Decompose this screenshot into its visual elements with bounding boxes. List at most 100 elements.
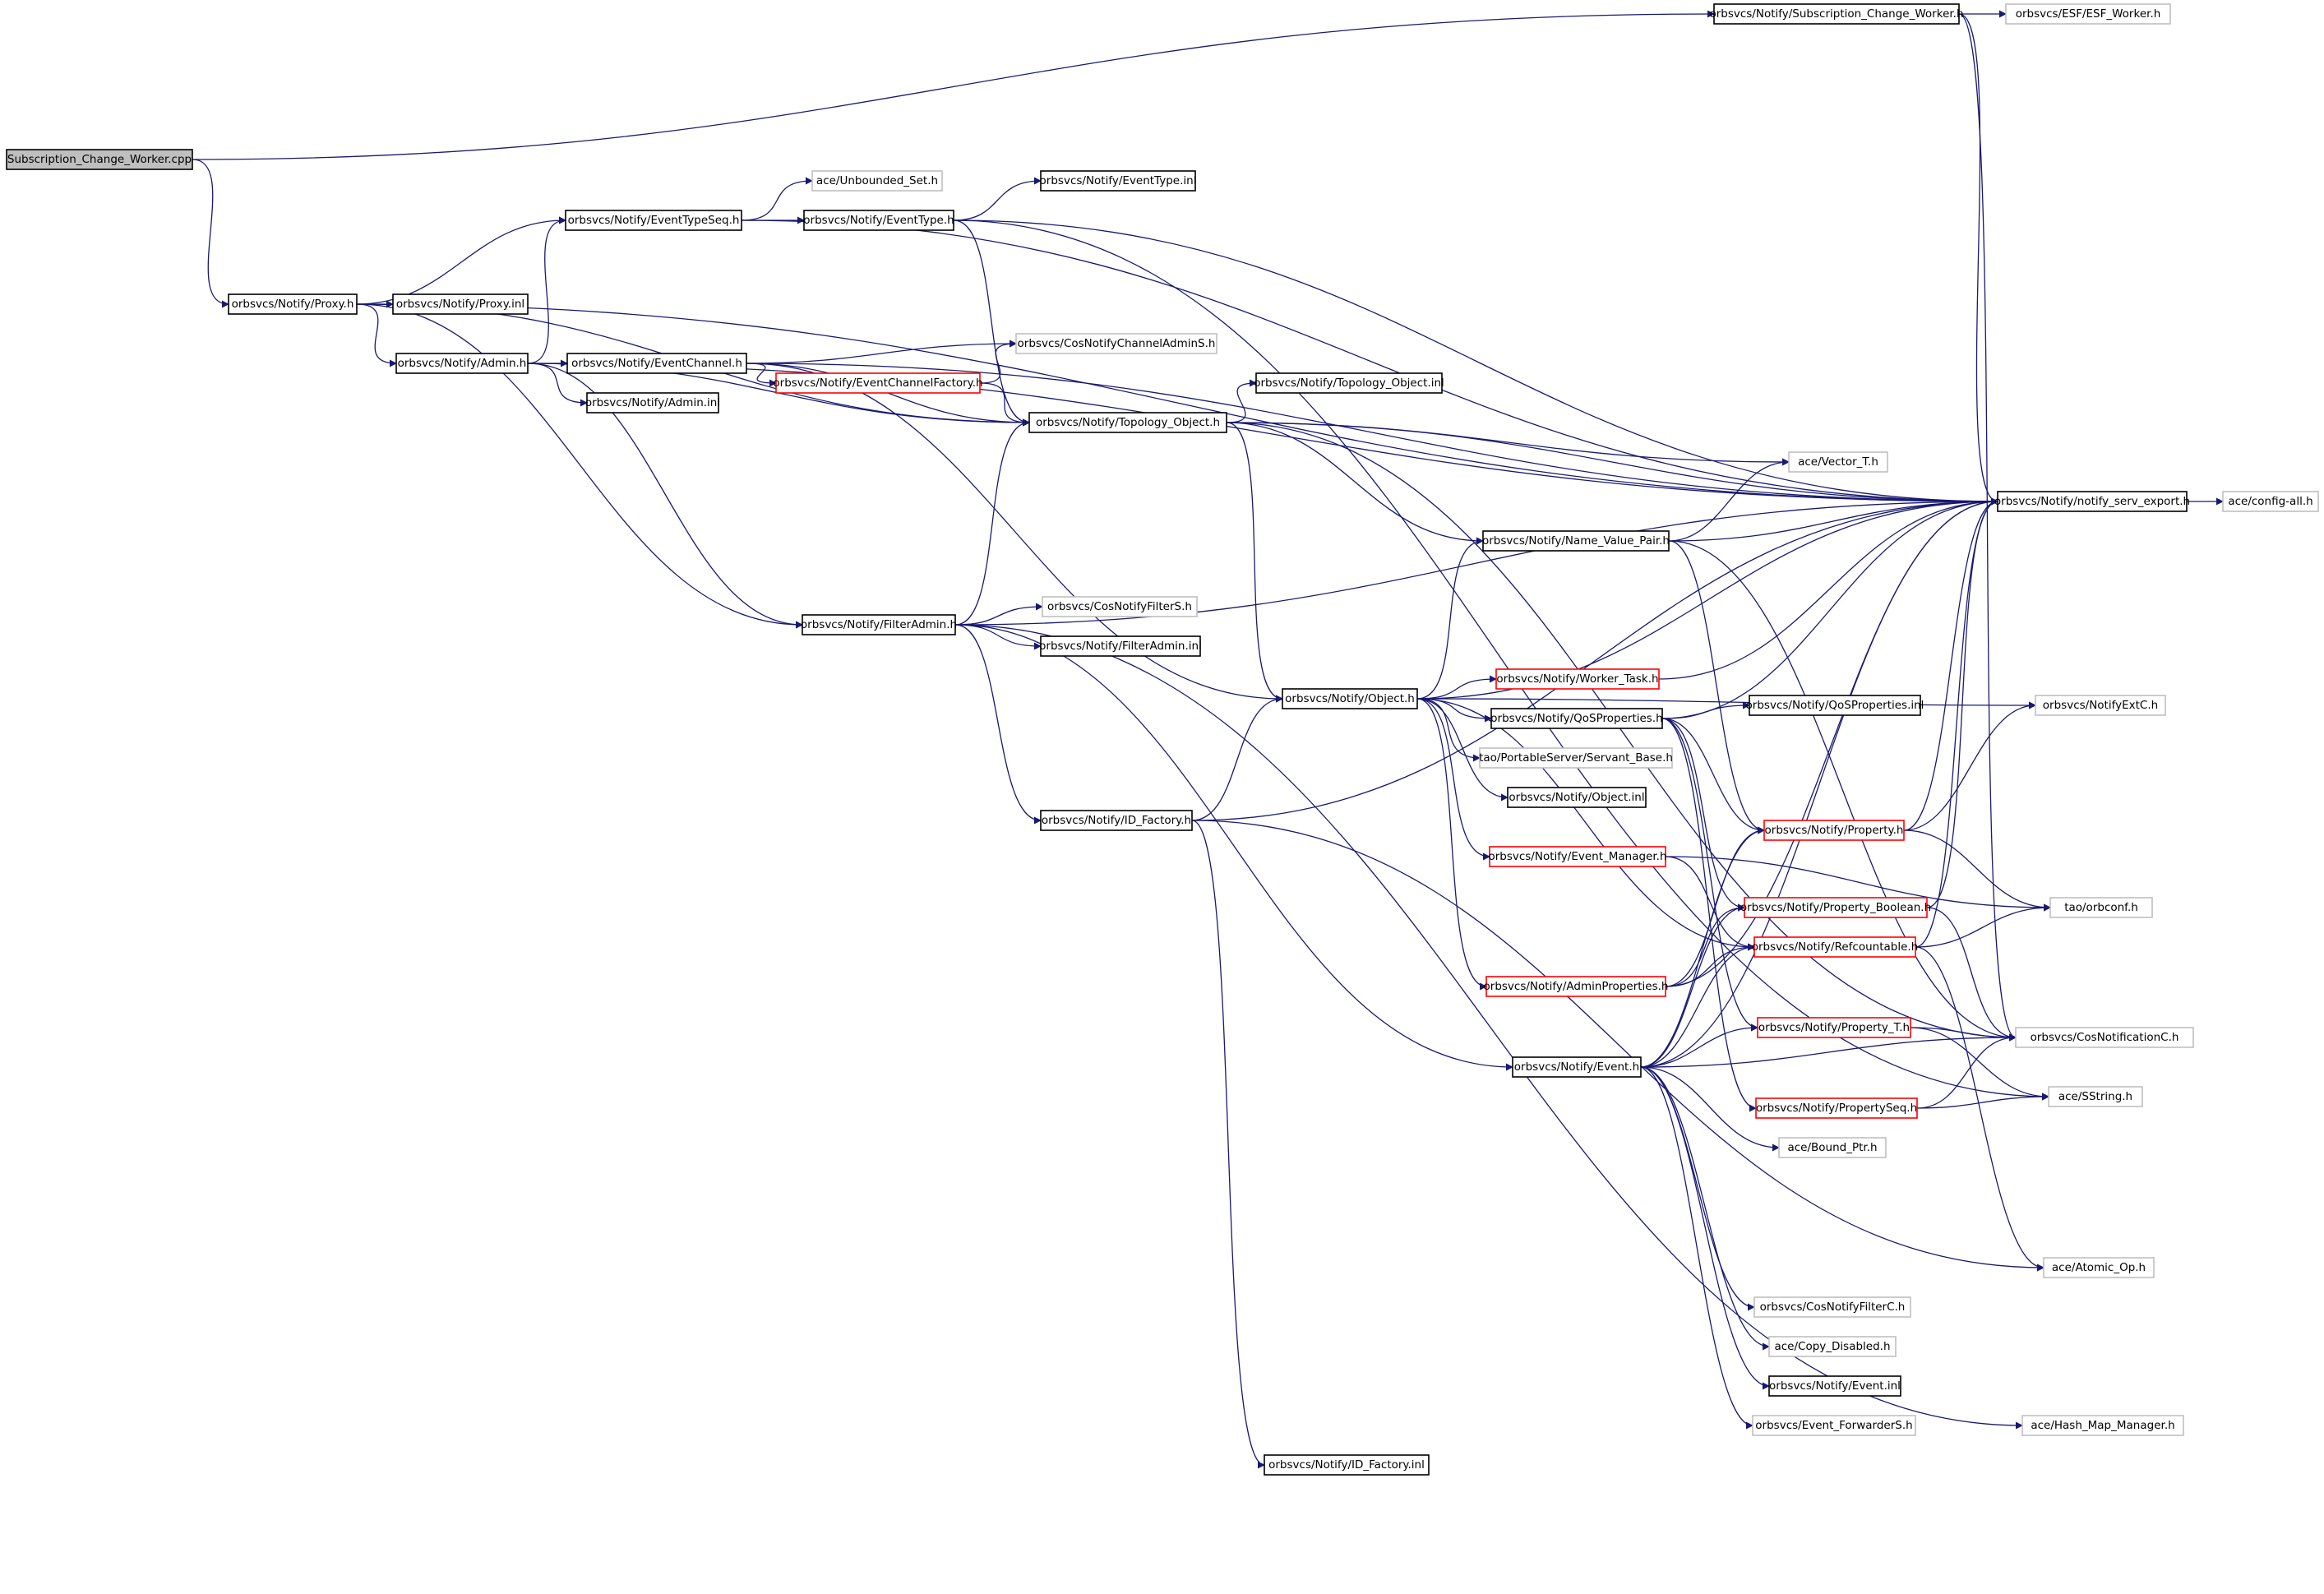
node-notifyextc[interactable]: orbsvcs/NotifyExtC.h (2035, 695, 2166, 716)
node-box (6, 149, 193, 170)
edge-object-h-to-nvpair (1416, 537, 1484, 700)
edge-evchannel-to-evchfactory (746, 363, 777, 387)
node-evchannel[interactable]: orbsvcs/Notify/EventChannel.h (566, 353, 747, 374)
edge-event-h-to-nse (1640, 497, 1998, 1068)
edge-evtypeseq-to-nse (741, 219, 1998, 506)
edge-evchfactory-to-cosnotifychanneladmins (979, 340, 1017, 384)
node-box (1282, 688, 1418, 709)
edge-scw-h-to-nse (1958, 13, 1998, 506)
node-box (1757, 1017, 1911, 1038)
node-filteradmin[interactable]: orbsvcs/Notify/FilterAdmin.h (801, 614, 957, 635)
node-event-h[interactable]: orbsvcs/Notify/Event.h (1512, 1056, 1642, 1078)
node-evforwarders[interactable]: orbsvcs/Event_ForwarderS.h (1752, 1415, 1916, 1436)
node-configall[interactable]: ace/config-all.h (2222, 491, 2319, 512)
node-propbool[interactable]: orbsvcs/Notify/Property_Boolean.h (1740, 897, 1931, 918)
edge-idfactory-to-nse (1191, 497, 1998, 821)
edge-refcount-to-orbconf (1915, 903, 2051, 948)
node-orbconf[interactable]: tao/orbconf.h (2049, 897, 2153, 918)
node-label: orbsvcs/Notify/Event.inl (1769, 1379, 1901, 1393)
node-label: orbsvcs/Notify/EventChannel.h (571, 357, 742, 370)
node-topo-inl[interactable]: orbsvcs/Notify/Topology_Object.inl (1254, 372, 1444, 394)
node-proxy-inl[interactable]: orbsvcs/Notify/Proxy.inl (392, 293, 529, 315)
node-event-inl[interactable]: orbsvcs/Notify/Event.inl (1768, 1375, 1901, 1397)
node-label: orbsvcs/Notify/AdminProperties.h (1484, 980, 1669, 993)
node-box (1040, 635, 1201, 657)
edge-object-h-to-evmanager (1416, 698, 1490, 861)
node-unbounded[interactable]: ace/Unbounded_Set.h (811, 170, 943, 192)
node-label: ace/Hash_Map_Manager.h (2031, 1419, 2174, 1432)
node-label: ace/SString.h (2058, 1090, 2132, 1103)
edge-qosprops-to-propT (1661, 718, 1758, 1032)
node-hashmap[interactable]: ace/Hash_Map_Manager.h (2021, 1415, 2184, 1436)
node-scw-h[interactable]: orbsvcs/Notify/Subscription_Change_Worke… (1709, 3, 1964, 25)
node-box (1485, 976, 1666, 997)
node-sstring[interactable]: ace/SString.h (2048, 1086, 2143, 1107)
node-box (1015, 333, 1217, 354)
node-evmanager[interactable]: orbsvcs/Notify/Event_Manager.h (1488, 846, 1667, 867)
node-label: orbsvcs/NotifyExtC.h (2043, 699, 2158, 712)
node-servant-base[interactable]: tao/PortableServer/Servant_Base.h (1479, 747, 1673, 769)
node-box (2049, 897, 2153, 918)
node-root[interactable]: Subscription_Change_Worker.cpp (6, 149, 193, 170)
node-box (228, 293, 358, 315)
edge-filteradmin-to-hashmap (954, 624, 2023, 1430)
node-adminprops[interactable]: orbsvcs/Notify/AdminProperties.h (1484, 976, 1669, 997)
node-atomic[interactable]: ace/Atomic_Op.h (2043, 1257, 2155, 1278)
edge-event-h-to-boundptr (1640, 1066, 1780, 1152)
node-worker-task[interactable]: orbsvcs/Notify/Worker_Task.h (1495, 668, 1660, 690)
node-object-h[interactable]: orbsvcs/Notify/Object.h (1282, 688, 1418, 709)
node-object-inl[interactable]: orbsvcs/Notify/Object.inl (1507, 787, 1647, 808)
edge-event-h-to-propbool (1640, 903, 1745, 1068)
edge-proxy-h-to-filteradmin (356, 303, 803, 629)
node-copydisabled[interactable]: ace/Copy_Disabled.h (1768, 1336, 1897, 1357)
node-propT[interactable]: orbsvcs/Notify/Property_T.h (1757, 1017, 1911, 1038)
node-cosnotifychanneladmins[interactable]: orbsvcs/CosNotifyChannelAdminS.h (1015, 333, 1217, 354)
node-proxy-h[interactable]: orbsvcs/Notify/Proxy.h (228, 293, 358, 315)
node-property[interactable]: orbsvcs/Notify/Property.h (1763, 820, 1905, 841)
node-label: orbsvcs/CosNotifyFilterS.h (1047, 600, 1192, 613)
node-label: tao/orbconf.h (2064, 901, 2138, 914)
edge-evtypeseq-to-unbounded (741, 177, 813, 221)
node-vector[interactable]: ace/Vector_T.h (1788, 451, 1888, 473)
edge-topo-to-cosnotificationc (1226, 422, 2017, 1042)
node-box (1512, 1056, 1642, 1078)
edge-qosprops-to-propbool (1661, 718, 1745, 912)
node-label: orbsvcs/Notify/QoSProperties.h (1490, 712, 1662, 725)
node-topo[interactable]: orbsvcs/Notify/Topology_Object.h (1028, 412, 1227, 433)
node-nse[interactable]: orbsvcs/Notify/notify_serv_export.h (1994, 491, 2190, 512)
node-label: orbsvcs/Notify/Refcountable.h (1752, 940, 1919, 954)
node-admin-inl[interactable]: orbsvcs/Notify/Admin.inl (585, 392, 720, 414)
edge-property-to-nse (1903, 497, 1998, 831)
node-cosnotifyfilters[interactable]: orbsvcs/CosNotifyFilterS.h (1042, 596, 1198, 617)
node-label: orbsvcs/Notify/Subscription_Change_Worke… (1709, 7, 1963, 21)
node-cosnotificationc[interactable]: orbsvcs/CosNotificationC.h (2015, 1027, 2194, 1048)
node-qosprops-inl[interactable]: orbsvcs/Notify/QoSProperties.inl (1746, 695, 1924, 716)
node-idfactory-inl[interactable]: orbsvcs/Notify/ID_Factory.inl (1264, 1454, 1430, 1476)
node-qosprops[interactable]: orbsvcs/Notify/QoSProperties.h (1490, 708, 1663, 729)
node-boundptr[interactable]: ace/Bound_Ptr.h (1778, 1137, 1887, 1158)
node-evtype-inl[interactable]: orbsvcs/Notify/EventType.inl (1040, 170, 1197, 192)
node-refcount[interactable]: orbsvcs/Notify/Refcountable.h (1752, 936, 1919, 958)
node-admin-h[interactable]: orbsvcs/Notify/Admin.h (395, 353, 529, 374)
edge-nvpair-to-cosnotificationc (1668, 540, 2017, 1042)
edge-filteradmin-to-filteradmin-inl (954, 624, 1042, 650)
node-label: orbsvcs/Notify/Property.h (1765, 824, 1904, 837)
node-label: orbsvcs/Notify/FilterAdmin.inl (1039, 640, 1202, 653)
node-nvpair[interactable]: orbsvcs/Notify/Name_Value_Pair.h (1482, 530, 1670, 552)
node-filteradmin-inl[interactable]: orbsvcs/Notify/FilterAdmin.inl (1039, 635, 1202, 657)
node-evtypeseq[interactable]: orbsvcs/Notify/EventTypeSeq.h (565, 210, 742, 231)
edge-nvpair-to-property (1668, 540, 1765, 834)
node-label: orbsvcs/Notify/Topology_Object.h (1036, 416, 1220, 429)
node-box (1752, 1415, 1916, 1436)
node-propseq[interactable]: orbsvcs/Notify/PropertySeq.h (1755, 1097, 1918, 1119)
node-label: orbsvcs/Notify/PropertySeq.h (1756, 1102, 1917, 1115)
node-cosnotifyfilterc[interactable]: orbsvcs/CosNotifyFilterC.h (1753, 1296, 1911, 1318)
node-box (1490, 708, 1663, 729)
node-evtype[interactable]: orbsvcs/Notify/EventType.h (803, 210, 954, 231)
edge-qosprops-to-property (1661, 718, 1765, 834)
node-box (1255, 372, 1443, 394)
node-idfactory[interactable]: orbsvcs/Notify/ID_Factory.h (1040, 810, 1193, 831)
node-esf-worker[interactable]: orbsvcs/ESF/ESF_Worker.h (2005, 3, 2171, 25)
node-evchfactory[interactable]: orbsvcs/Notify/EventChannelFactory.h (773, 372, 983, 394)
